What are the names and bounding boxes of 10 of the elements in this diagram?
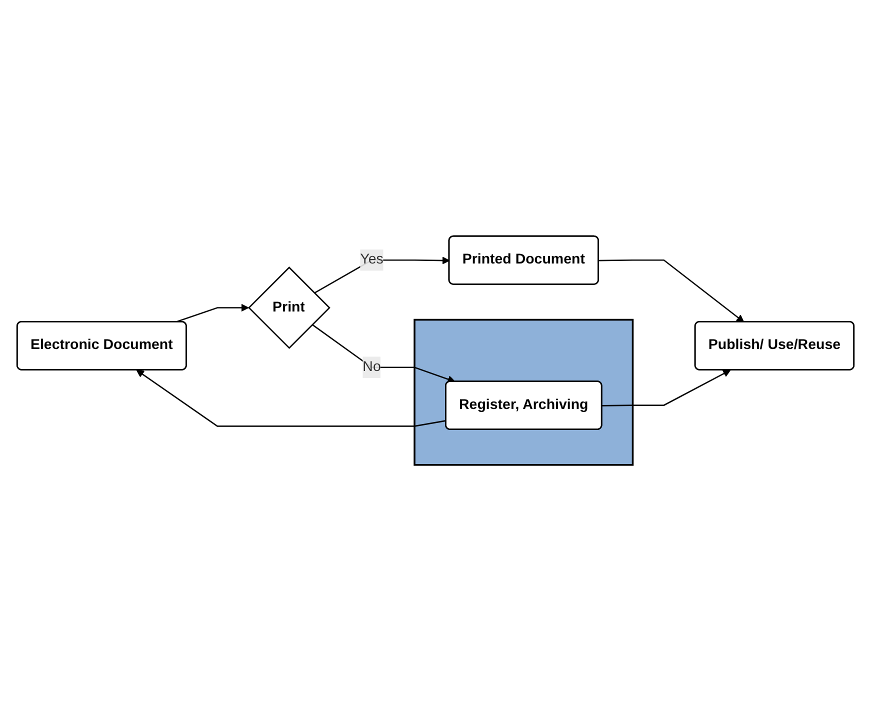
arrow (598, 259, 744, 322)
node-diamond: Print (248, 266, 330, 349)
arrow (602, 370, 731, 406)
edge-label: Yes (360, 252, 384, 268)
edge-label: No (362, 359, 381, 374)
arrow (175, 304, 249, 323)
arrow (314, 256, 450, 294)
cluster (414, 318, 634, 466)
arrow (136, 370, 446, 427)
arrow (312, 324, 456, 384)
